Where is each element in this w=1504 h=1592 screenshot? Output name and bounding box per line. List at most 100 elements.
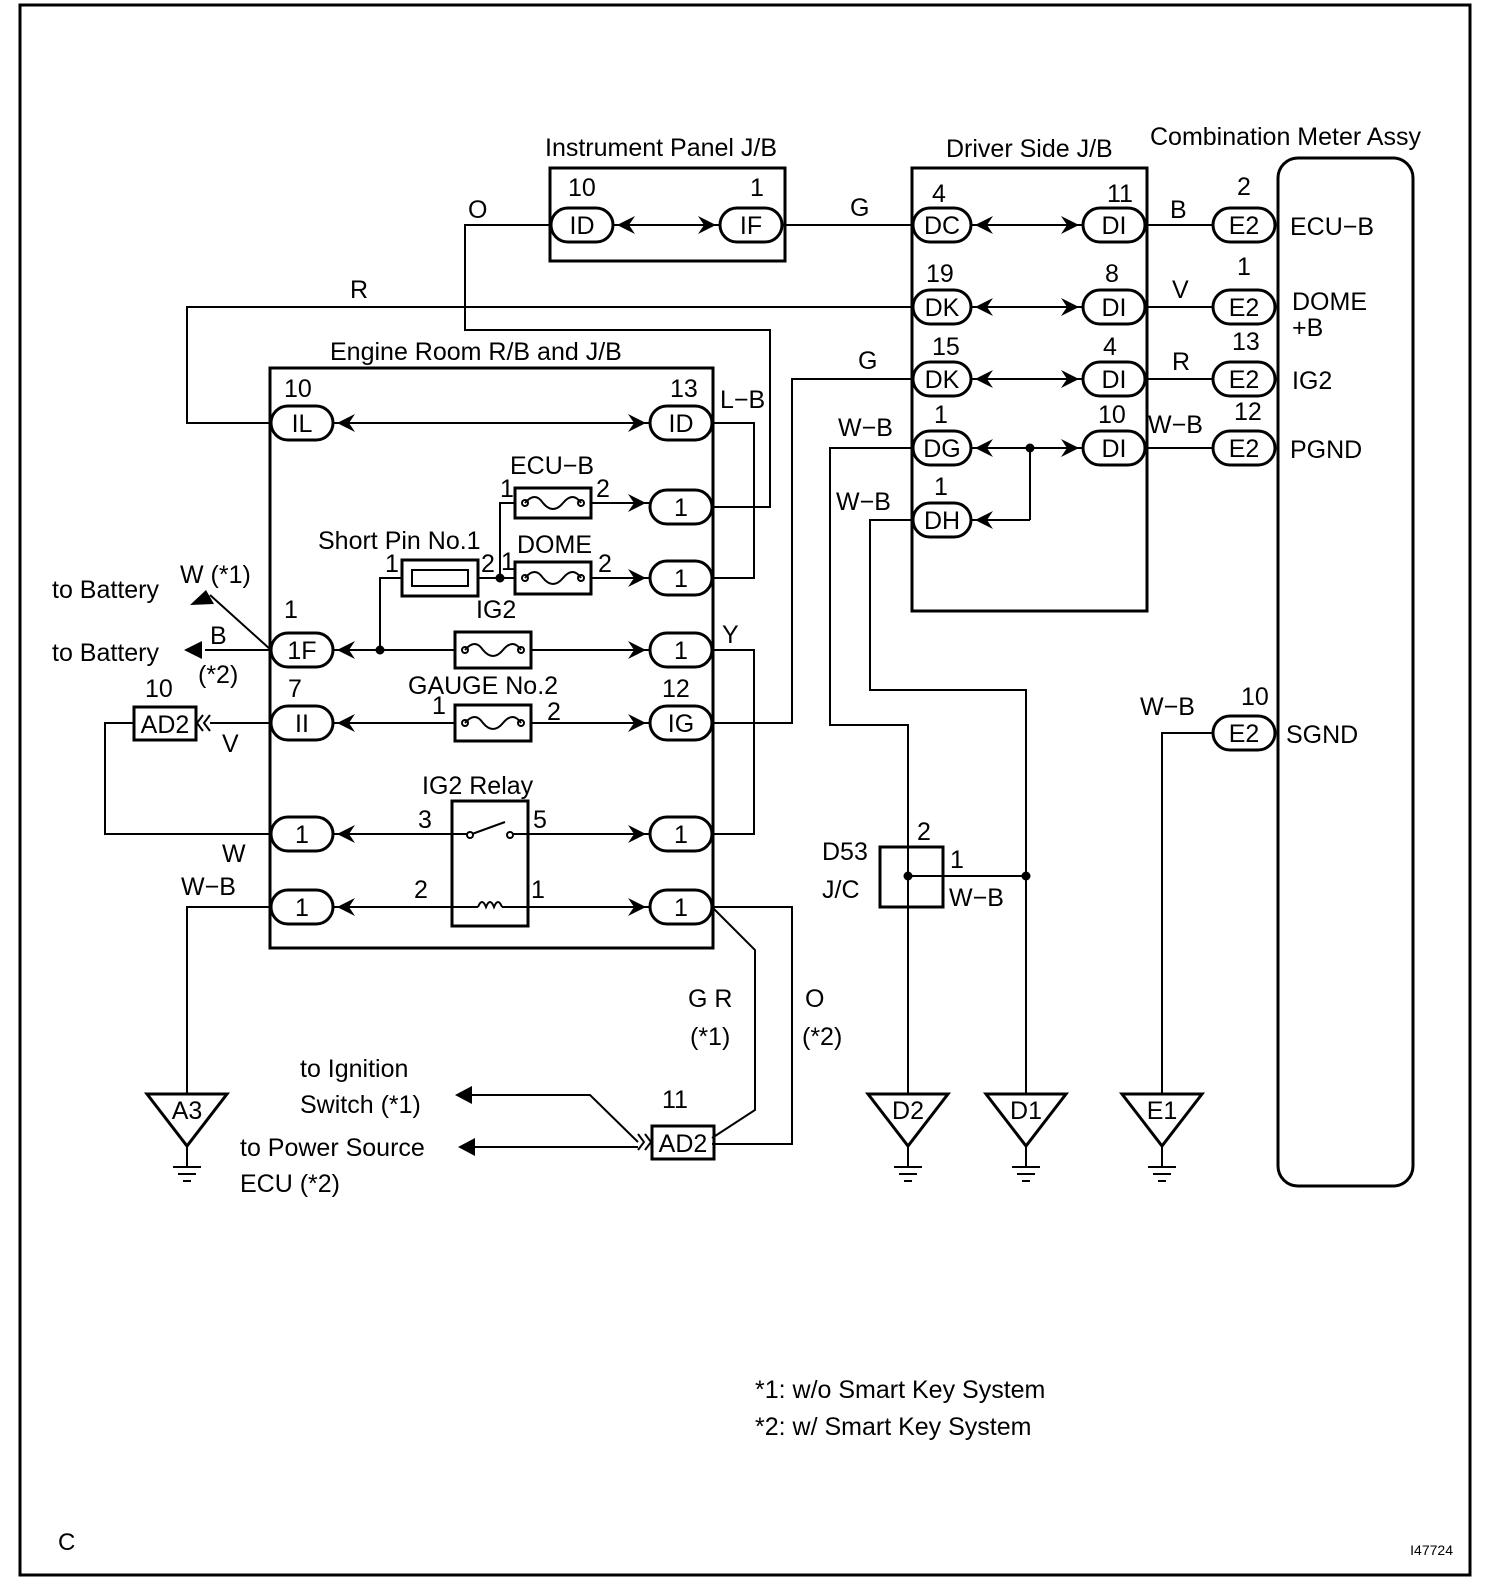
er-ig-pin: 12 [662, 675, 690, 703]
meter-label-sgnd: SGND [1286, 721, 1358, 749]
wire-label-wb-dh: W−B [836, 488, 891, 516]
driver-side-jb: 4 11 DC DI 19 8 DK DI 15 4 DK DI 1 10 DG [910, 166, 1149, 613]
figure-id: I47724 [1410, 1542, 1453, 1558]
ground-e1: E1 [1118, 1092, 1206, 1182]
er-ecub-label: ECU−B [510, 452, 594, 480]
footnote-2: *2: w/ Smart Key System [755, 1413, 1031, 1441]
ig2-fuse [453, 630, 533, 670]
ip-if-connector: IF [740, 212, 762, 240]
to-battery-1: to Battery [52, 576, 159, 604]
wire-label-wb-dg: W−B [838, 414, 893, 442]
er-relay-pin1: 1 [531, 876, 545, 904]
wire-label-w1: W (*1) [180, 561, 251, 589]
junction-dot [1021, 871, 1031, 881]
ip-id-connector: ID [570, 212, 595, 240]
meter-pin-12: 12 [1234, 398, 1262, 426]
er-ii-connector: II [295, 710, 309, 738]
er-ii-pin: 7 [288, 675, 302, 703]
wire-label-o-note: (*2) [802, 1023, 842, 1051]
er-ig-connector: IG [668, 710, 694, 738]
meter-pin-13: 13 [1232, 328, 1260, 356]
er-relay-pin5: 5 [533, 806, 547, 834]
er-conn-ecub: 1 [674, 494, 688, 522]
er-conn-ig2: 1 [674, 637, 688, 665]
er-ecub-pin1: 1 [500, 475, 514, 503]
wire-label-o-top: O [468, 196, 487, 224]
ds-row5-lpin: 1 [934, 473, 948, 501]
wire-label-b-note: (*2) [198, 661, 238, 689]
ds-dg-connector: DG [923, 435, 961, 463]
er-relay-pin2: 2 [414, 876, 428, 904]
ground-a3-label: A3 [172, 1097, 203, 1125]
dome-fuse [513, 560, 593, 596]
er-il-pin: 10 [284, 375, 312, 403]
wire-label-w-left: W [222, 840, 246, 868]
ig2-relay [450, 799, 530, 928]
corner-mark: C [58, 1529, 75, 1556]
wire-label-wb-jc: W−B [949, 884, 1004, 912]
diagram-frame [18, 3, 1472, 1577]
er-short-pin-1: 1 [385, 550, 399, 578]
ds-dc-connector: DC [924, 212, 960, 240]
er-conn-relay-y: 1 [674, 821, 688, 849]
to-ignition-line2: Switch (*1) [300, 1091, 421, 1119]
to-power-source-line2: ECU (*2) [240, 1170, 340, 1198]
engine-room-jb-title: Engine Room R/B and J/B [330, 338, 622, 366]
ds-row4-lpin: 1 [934, 401, 948, 429]
er-id-pin: 13 [670, 375, 698, 403]
ground-a3: A3 [143, 1092, 231, 1182]
d53-joint-connector: D53 J/C 2 1 W−B [822, 818, 1031, 912]
ground-d2-label: D2 [892, 1097, 924, 1125]
d53-pin2: 2 [917, 818, 931, 846]
instrument-panel-jb-title: Instrument Panel J/B [545, 134, 777, 162]
meter-pin-1: 1 [1237, 253, 1251, 281]
meter-label-dome: DOME [1292, 288, 1367, 316]
er-ecub-pin2: 2 [596, 475, 610, 503]
ds-row2-lpin: 19 [926, 260, 954, 288]
er-relay-pin3: 3 [418, 806, 432, 834]
wire-label-b-meter: B [1170, 196, 1187, 224]
ground-d1-label: D1 [1010, 1097, 1042, 1125]
wire-label-lb: L−B [720, 386, 765, 414]
ad2-top-pin: 10 [145, 675, 173, 703]
er-dome-label: DOME [517, 531, 592, 559]
ds-di-connector-4: DI [1102, 435, 1127, 463]
ds-di-connector-1: DI [1102, 212, 1127, 240]
ip-right-pin: 1 [750, 174, 764, 202]
to-power-source-line1: to Power Source [240, 1134, 425, 1162]
ds-di-connector-2: DI [1102, 294, 1127, 322]
meter-label-pgnd: PGND [1290, 436, 1362, 464]
meter-e2-connector-4: E2 [1229, 435, 1260, 463]
wire-label-v-left: V [222, 730, 239, 758]
short-pin-no1 [400, 558, 480, 598]
wire-label-y: Y [722, 621, 739, 649]
jc-label: J/C [822, 876, 860, 904]
wire-label-g-mid: G [858, 347, 877, 375]
er-short-pin-2: 2 [481, 550, 495, 578]
wire-label-r-top: R [350, 276, 368, 304]
meter-label-ig2: IG2 [1292, 367, 1332, 395]
combination-meter-assy: 2 E2 ECU−B 1 E2 DOME +B 13 E2 IG2 12 E2 … [1211, 156, 1415, 1188]
ds-di-connector-3: DI [1102, 366, 1127, 394]
d53-label: D53 [822, 838, 868, 866]
meter-e2-connector-2: E2 [1229, 294, 1260, 322]
ds-row1-lpin: 4 [932, 180, 946, 208]
ground-e1-label: E1 [1147, 1097, 1178, 1125]
ds-row3-rpin: 4 [1103, 333, 1117, 361]
er-gauge-label: GAUGE No.2 [408, 672, 558, 700]
ds-dk-connector-2: DK [925, 366, 960, 394]
wire-label-b: B [210, 622, 227, 650]
meter-pin-10: 10 [1241, 683, 1269, 711]
er-conn-relay-wb: 1 [295, 894, 309, 922]
ds-dk-connector-1: DK [925, 294, 960, 322]
er-dome-pin1: 1 [501, 548, 515, 576]
wire-label-o-bottom: O [805, 985, 824, 1013]
meter-pin-2: 2 [1237, 173, 1251, 201]
wire-label-v-meter: V [1172, 276, 1189, 304]
wire-label-r-meter: R [1172, 348, 1190, 376]
ds-row4-rpin: 10 [1098, 401, 1126, 429]
ad2-top-connector: AD2 [141, 711, 190, 739]
er-id-connector: ID [669, 410, 694, 438]
footnote-1: *1: w/o Smart Key System [755, 1376, 1045, 1404]
ground-d1: D1 [982, 1092, 1070, 1182]
